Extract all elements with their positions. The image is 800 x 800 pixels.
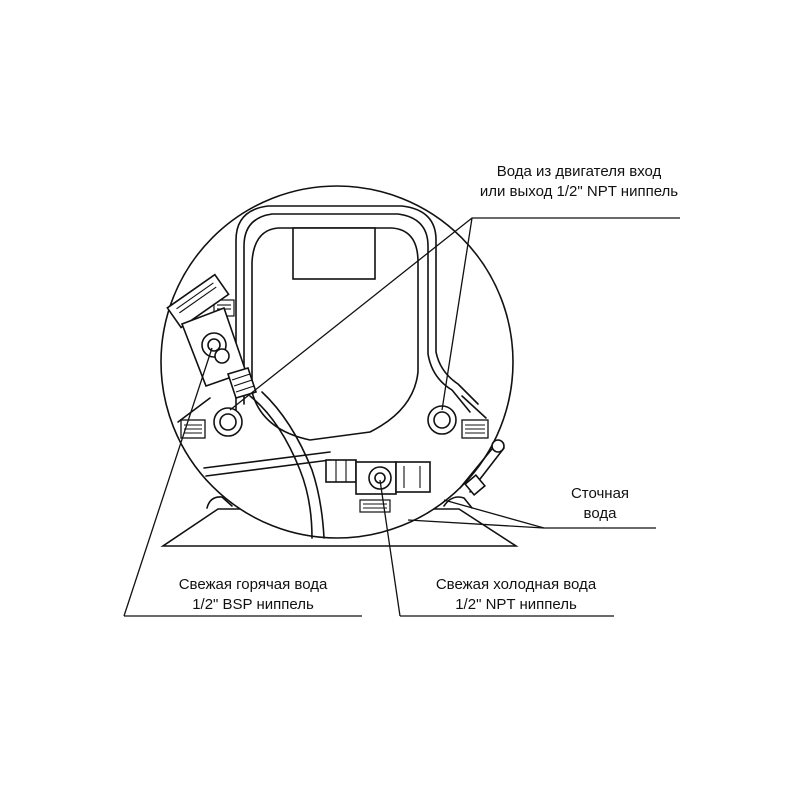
leader-lines	[123, 217, 680, 617]
bottom-pipe	[203, 451, 331, 477]
engine-water-port-left	[213, 407, 243, 437]
hot-water-label-line2: 1/2" BSP ниппель	[192, 596, 314, 613]
cold-water-label-line2: 1/2" NPT ниппель	[455, 596, 577, 613]
drain-hose	[249, 391, 325, 539]
label-hot-water: Свежая горячая вода 1/2" BSP ниппель	[179, 576, 328, 613]
relief-valve	[459, 439, 505, 496]
label-cold-water: Свежая холодная вода 1/2" NPT ниппель	[436, 576, 597, 613]
label-engine-water: Вода из двигателя вход или выход 1/2" NP…	[480, 163, 678, 200]
engine-water-label-line1: Вода из двигателя вход	[497, 163, 662, 180]
cold-water-label-line1: Свежая холодная вода	[436, 576, 597, 593]
thermostat-cover	[292, 227, 376, 280]
engine-water-port-right	[427, 405, 457, 435]
engine-water-label-line2: или выход 1/2" NPT ниппель	[480, 183, 678, 200]
drain-label-line1: Сточная	[571, 485, 629, 502]
hot-water-fitting	[166, 273, 258, 399]
hot-water-label-line1: Свежая горячая вода	[179, 576, 328, 593]
label-drain: Сточная вода	[571, 485, 629, 522]
cold-water-valve	[325, 459, 431, 513]
drain-label-line2: вода	[584, 505, 618, 522]
cold-valve-label-plate	[359, 499, 391, 513]
tank-body	[160, 185, 514, 539]
